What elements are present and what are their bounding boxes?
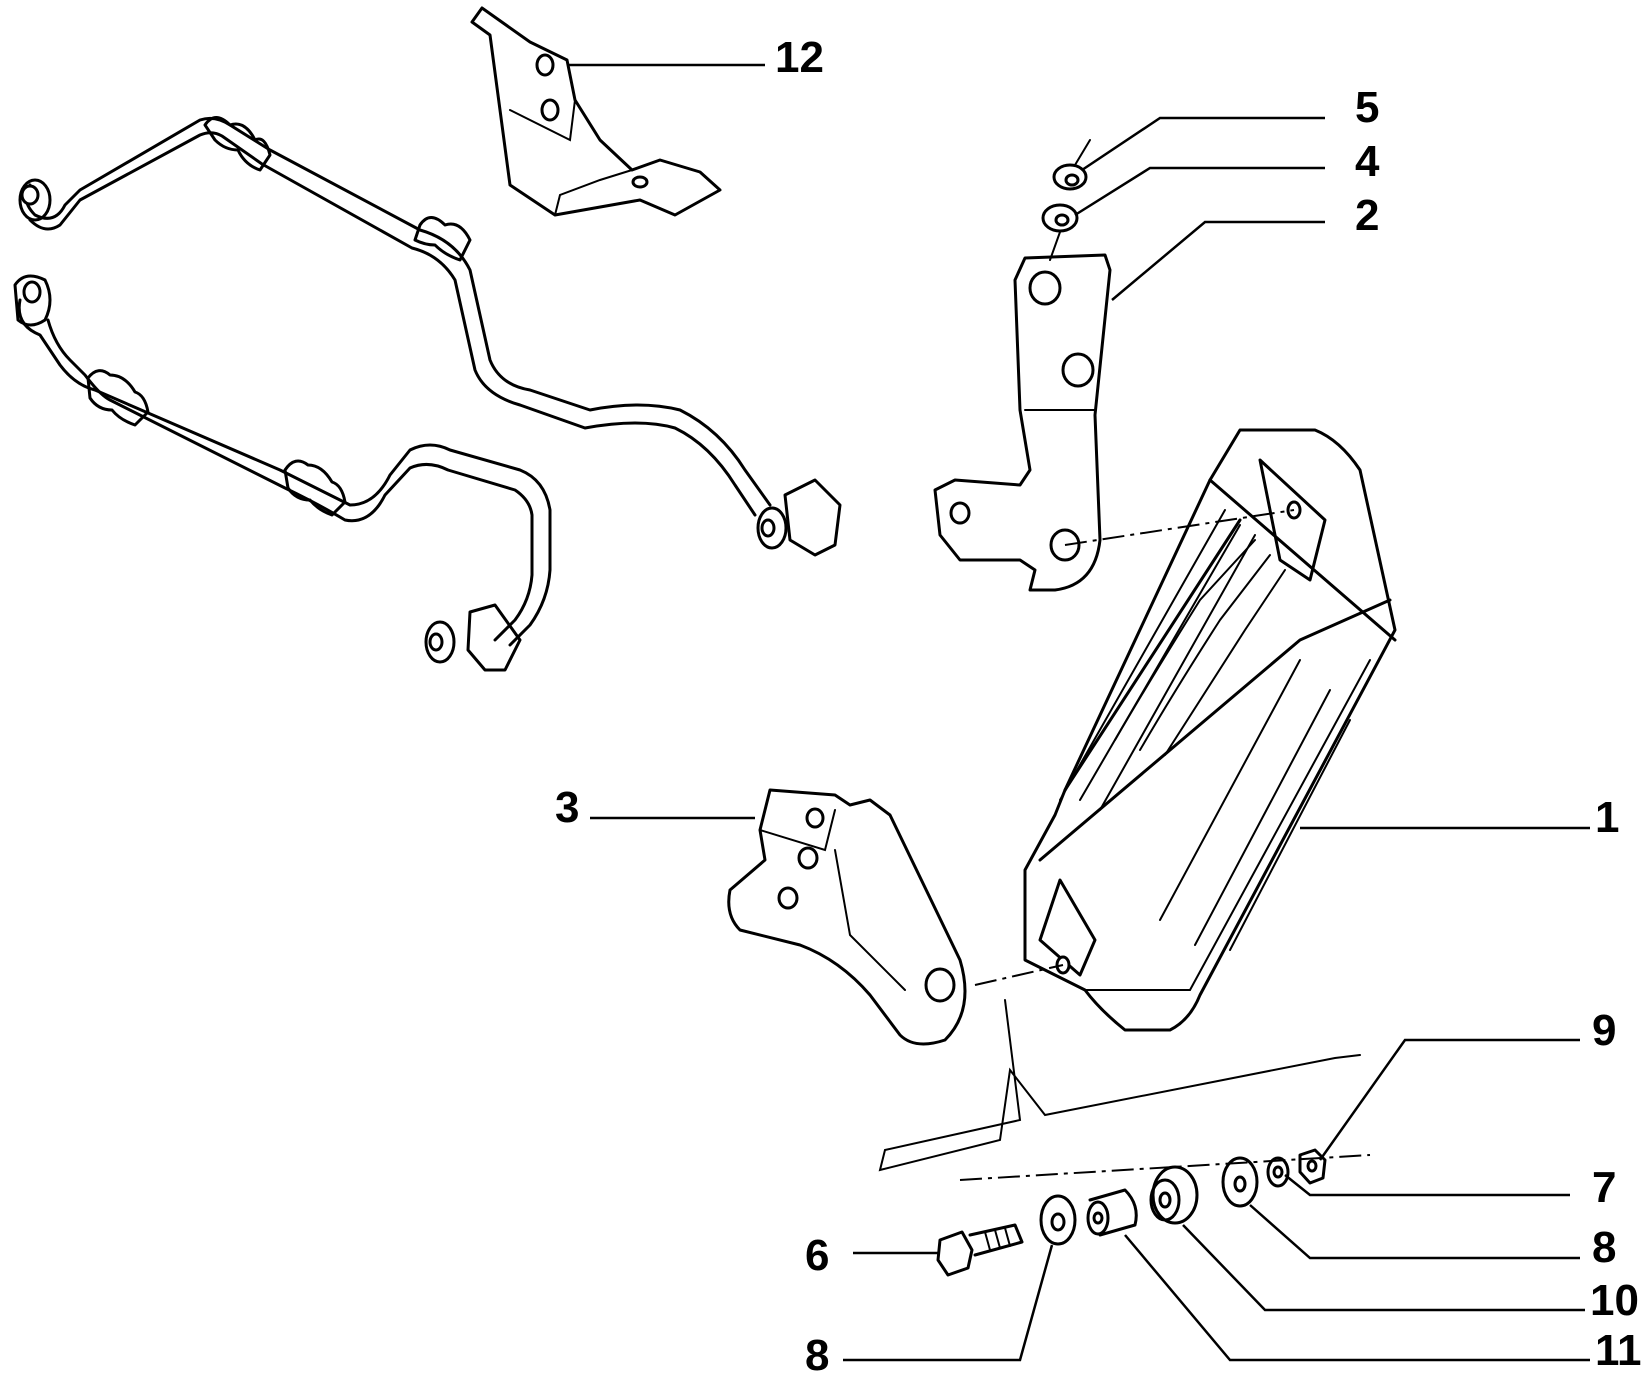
- washer-part-8-lower: [1039, 1194, 1077, 1246]
- assembly-axis-lines: [878, 509, 1371, 1181]
- bolt-part-6: [936, 1223, 1024, 1277]
- washer-part-4: [1041, 203, 1079, 233]
- callout-7: 7: [1592, 1163, 1616, 1212]
- nut-part-5: [1052, 163, 1088, 191]
- callout-12: 12: [775, 33, 824, 82]
- spacer-part-11: [1086, 1188, 1138, 1237]
- callout-numbers: 12 5 4 2 3 1 9 7 8 10 11 6 8: [555, 33, 1642, 1375]
- washer-part-8-upper: [1221, 1156, 1259, 1208]
- nut-part-9: [1298, 1148, 1327, 1185]
- bracket-part-3: [727, 788, 967, 1046]
- bracket-part-12: [470, 6, 722, 217]
- callout-3: 3: [555, 783, 579, 832]
- callout-11: 11: [1595, 1326, 1642, 1375]
- lock-washer-part-7: [1266, 1156, 1290, 1188]
- callout-6: 6: [805, 1231, 829, 1280]
- callout-8-right: 8: [1592, 1223, 1616, 1272]
- bracket-part-2: [933, 253, 1112, 592]
- callout-5: 5: [1355, 83, 1379, 132]
- oil-cooler-part-1: [1023, 428, 1397, 1032]
- leader-lines: [568, 63, 1590, 1362]
- callout-4: 4: [1355, 137, 1380, 186]
- grommet-part-10: [1149, 1165, 1199, 1225]
- stud-axis-upper: [1049, 139, 1091, 261]
- lower-oil-pipe: [13, 274, 552, 672]
- callout-9: 9: [1592, 1006, 1616, 1055]
- callout-8-left: 8: [805, 1331, 829, 1375]
- callout-10: 10: [1590, 1276, 1639, 1325]
- callout-1: 1: [1595, 793, 1619, 842]
- callout-2: 2: [1355, 191, 1379, 240]
- upper-oil-pipe: [18, 116, 842, 557]
